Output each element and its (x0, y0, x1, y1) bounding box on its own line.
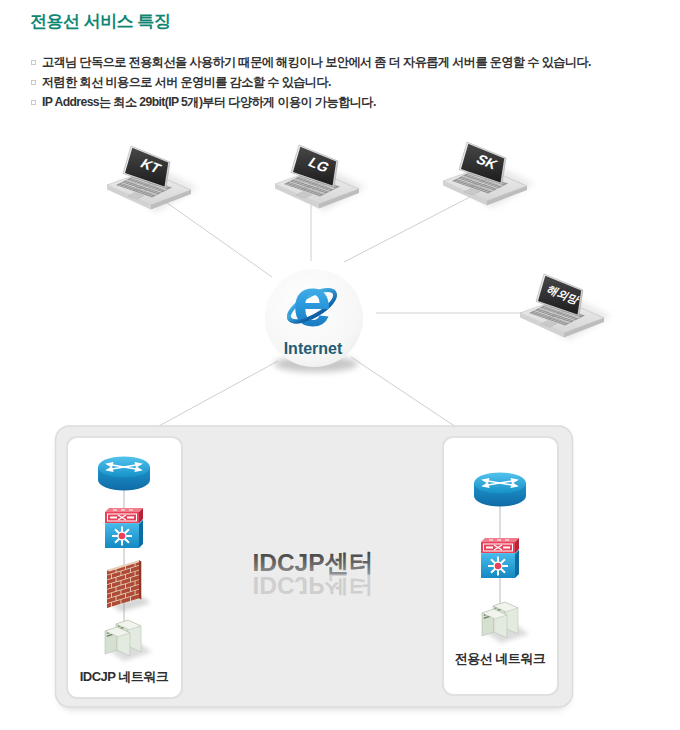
internet-label: Internet (284, 340, 343, 357)
feature-text: 고객님 단독으로 전용회선을 사용하기 때문에 해킹이나 보안에서 좀 더 자유… (42, 56, 591, 69)
router-icon (98, 457, 150, 491)
feature-item: 저렴한 회선 비용으로 서버 운영비를 감소할 수 있습니다. (31, 76, 671, 89)
feature-item: 고객님 단독으로 전용회선을 사용하기 때문에 해킹이나 보안에서 좀 더 자유… (31, 56, 671, 69)
line-internet-rightbox (351, 357, 471, 437)
page-title: 전용선 서비스 특징 (30, 10, 170, 33)
laptop-sk: SK (443, 142, 534, 208)
left-network-box: IDCJP 네트워크 (67, 437, 182, 698)
left-network-label: IDCJP 네트워크 (80, 669, 169, 684)
feature-text: IP Address는 최소 29bit(IP 5개)부터 다양하게 이용이 가… (42, 96, 376, 109)
feature-text: 저렴한 회선 비용으로 서버 운영비를 감소할 수 있습니다. (42, 76, 331, 89)
svg-text:e: e (293, 263, 332, 341)
idc-center-title-reflection: IDCJP센터 (252, 572, 373, 599)
switch-icon (481, 538, 519, 578)
right-network-label: 전용선 네트워크 (455, 651, 546, 666)
bullet-square-icon (31, 80, 36, 85)
idc-center-title: IDCJP센터 (252, 549, 373, 576)
laptop-lg: LG (275, 145, 366, 211)
line-sk-internet (344, 197, 470, 262)
feature-list: 고객님 단독으로 전용회선을 사용하기 때문에 해킹이나 보안에서 좀 더 자유… (31, 56, 671, 116)
laptop-kt: KT (107, 146, 198, 212)
network-diagram: IDCJP센터 IDCJP센터 IDCJP 네트워크 전용선 네트워크 KT L… (0, 130, 680, 730)
bullet-square-icon (31, 60, 36, 65)
switch-icon (105, 508, 143, 548)
bullet-square-icon (31, 100, 36, 105)
ie-logo-icon: e (284, 263, 339, 341)
feature-item: IP Address는 최소 29bit(IP 5개)부터 다양하게 이용이 가… (31, 96, 671, 109)
router-icon (474, 473, 526, 507)
laptop-overseas: 해외망 (520, 274, 611, 340)
right-network-box: 전용선 네트워크 (443, 437, 558, 695)
internet-node: e Internet (265, 263, 363, 372)
line-kt-internet (163, 200, 272, 277)
